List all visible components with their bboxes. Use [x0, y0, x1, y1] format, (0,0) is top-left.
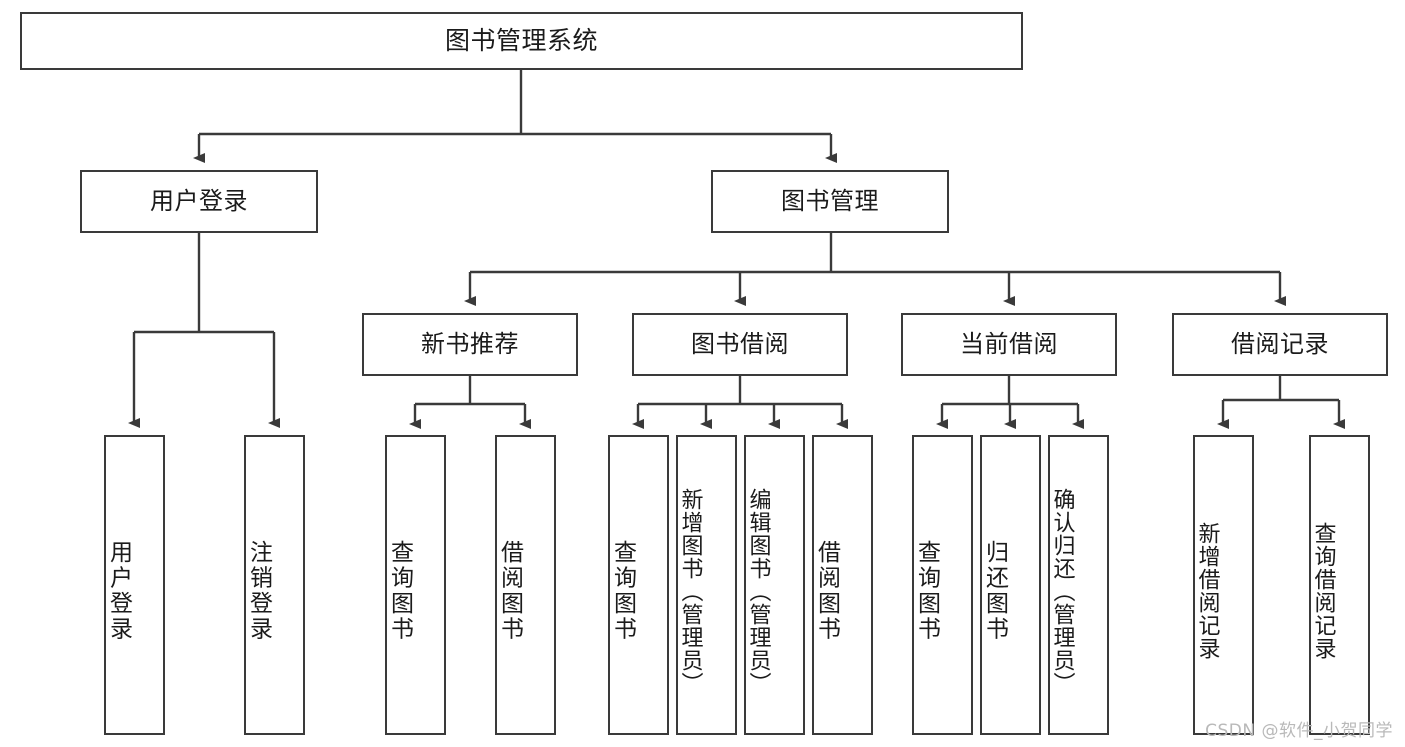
leaf-nb-borrow-book-label: 借阅图书 [496, 540, 523, 642]
leaf-cb-confirm-return[interactable]: 确认归还（管理员） [1048, 435, 1109, 735]
leaf-logout-label: 注销登录 [245, 540, 272, 642]
node-new-book-recommend[interactable]: 新书推荐 [362, 313, 578, 376]
leaf-cb-confirm-return-label: 确认归还（管理员） [1049, 487, 1075, 695]
leaf-br-add-record[interactable]: 新增借阅记录 [1193, 435, 1254, 735]
node-book-manage-label: 图书管理 [781, 186, 879, 215]
leaf-bb-edit-book[interactable]: 编辑图书（管理员） [744, 435, 805, 735]
leaf-cb-query-book-label: 查询图书 [913, 540, 940, 642]
leaf-nb-query-book-label: 查询图书 [386, 540, 413, 642]
leaf-bb-borrow-book[interactable]: 借阅图书 [812, 435, 873, 735]
leaf-cb-return-book-label: 归还图书 [981, 540, 1008, 642]
leaf-bb-add-book-label: 新增图书（管理员） [677, 487, 703, 695]
leaf-logout[interactable]: 注销登录 [244, 435, 305, 735]
node-root[interactable]: 图书管理系统 [20, 12, 1023, 70]
node-root-label: 图书管理系统 [444, 25, 598, 55]
leaf-bb-edit-book-label: 编辑图书（管理员） [745, 487, 771, 695]
leaf-user-login[interactable]: 用户登录 [104, 435, 165, 735]
leaf-bb-borrow-book-label: 借阅图书 [813, 540, 840, 642]
leaf-nb-borrow-book[interactable]: 借阅图书 [495, 435, 556, 735]
node-book-manage[interactable]: 图书管理 [711, 170, 949, 233]
leaf-nb-query-book[interactable]: 查询图书 [385, 435, 446, 735]
node-borrow-record[interactable]: 借阅记录 [1172, 313, 1388, 376]
node-user-login[interactable]: 用户登录 [80, 170, 318, 233]
watermark: CSDN @软件_小贺同学 [1205, 721, 1393, 741]
leaf-bb-query-book[interactable]: 查询图书 [608, 435, 669, 735]
leaf-br-query-record[interactable]: 查询借阅记录 [1309, 435, 1370, 735]
node-current-borrow[interactable]: 当前借阅 [901, 313, 1117, 376]
leaf-bb-query-book-label: 查询图书 [609, 540, 636, 642]
node-user-login-label: 用户登录 [150, 186, 248, 215]
node-new-book-recommend-label: 新书推荐 [421, 329, 519, 358]
leaf-br-query-record-label: 查询借阅记录 [1310, 522, 1336, 660]
leaf-bb-add-book[interactable]: 新增图书（管理员） [676, 435, 737, 735]
node-book-borrow-label: 图书借阅 [691, 329, 789, 358]
leaf-user-login-label: 用户登录 [105, 540, 132, 642]
node-current-borrow-label: 当前借阅 [960, 329, 1058, 358]
leaf-cb-query-book[interactable]: 查询图书 [912, 435, 973, 735]
leaf-br-add-record-label: 新增借阅记录 [1194, 522, 1220, 660]
node-book-borrow[interactable]: 图书借阅 [632, 313, 848, 376]
leaf-cb-return-book[interactable]: 归还图书 [980, 435, 1041, 735]
node-borrow-record-label: 借阅记录 [1231, 329, 1329, 358]
